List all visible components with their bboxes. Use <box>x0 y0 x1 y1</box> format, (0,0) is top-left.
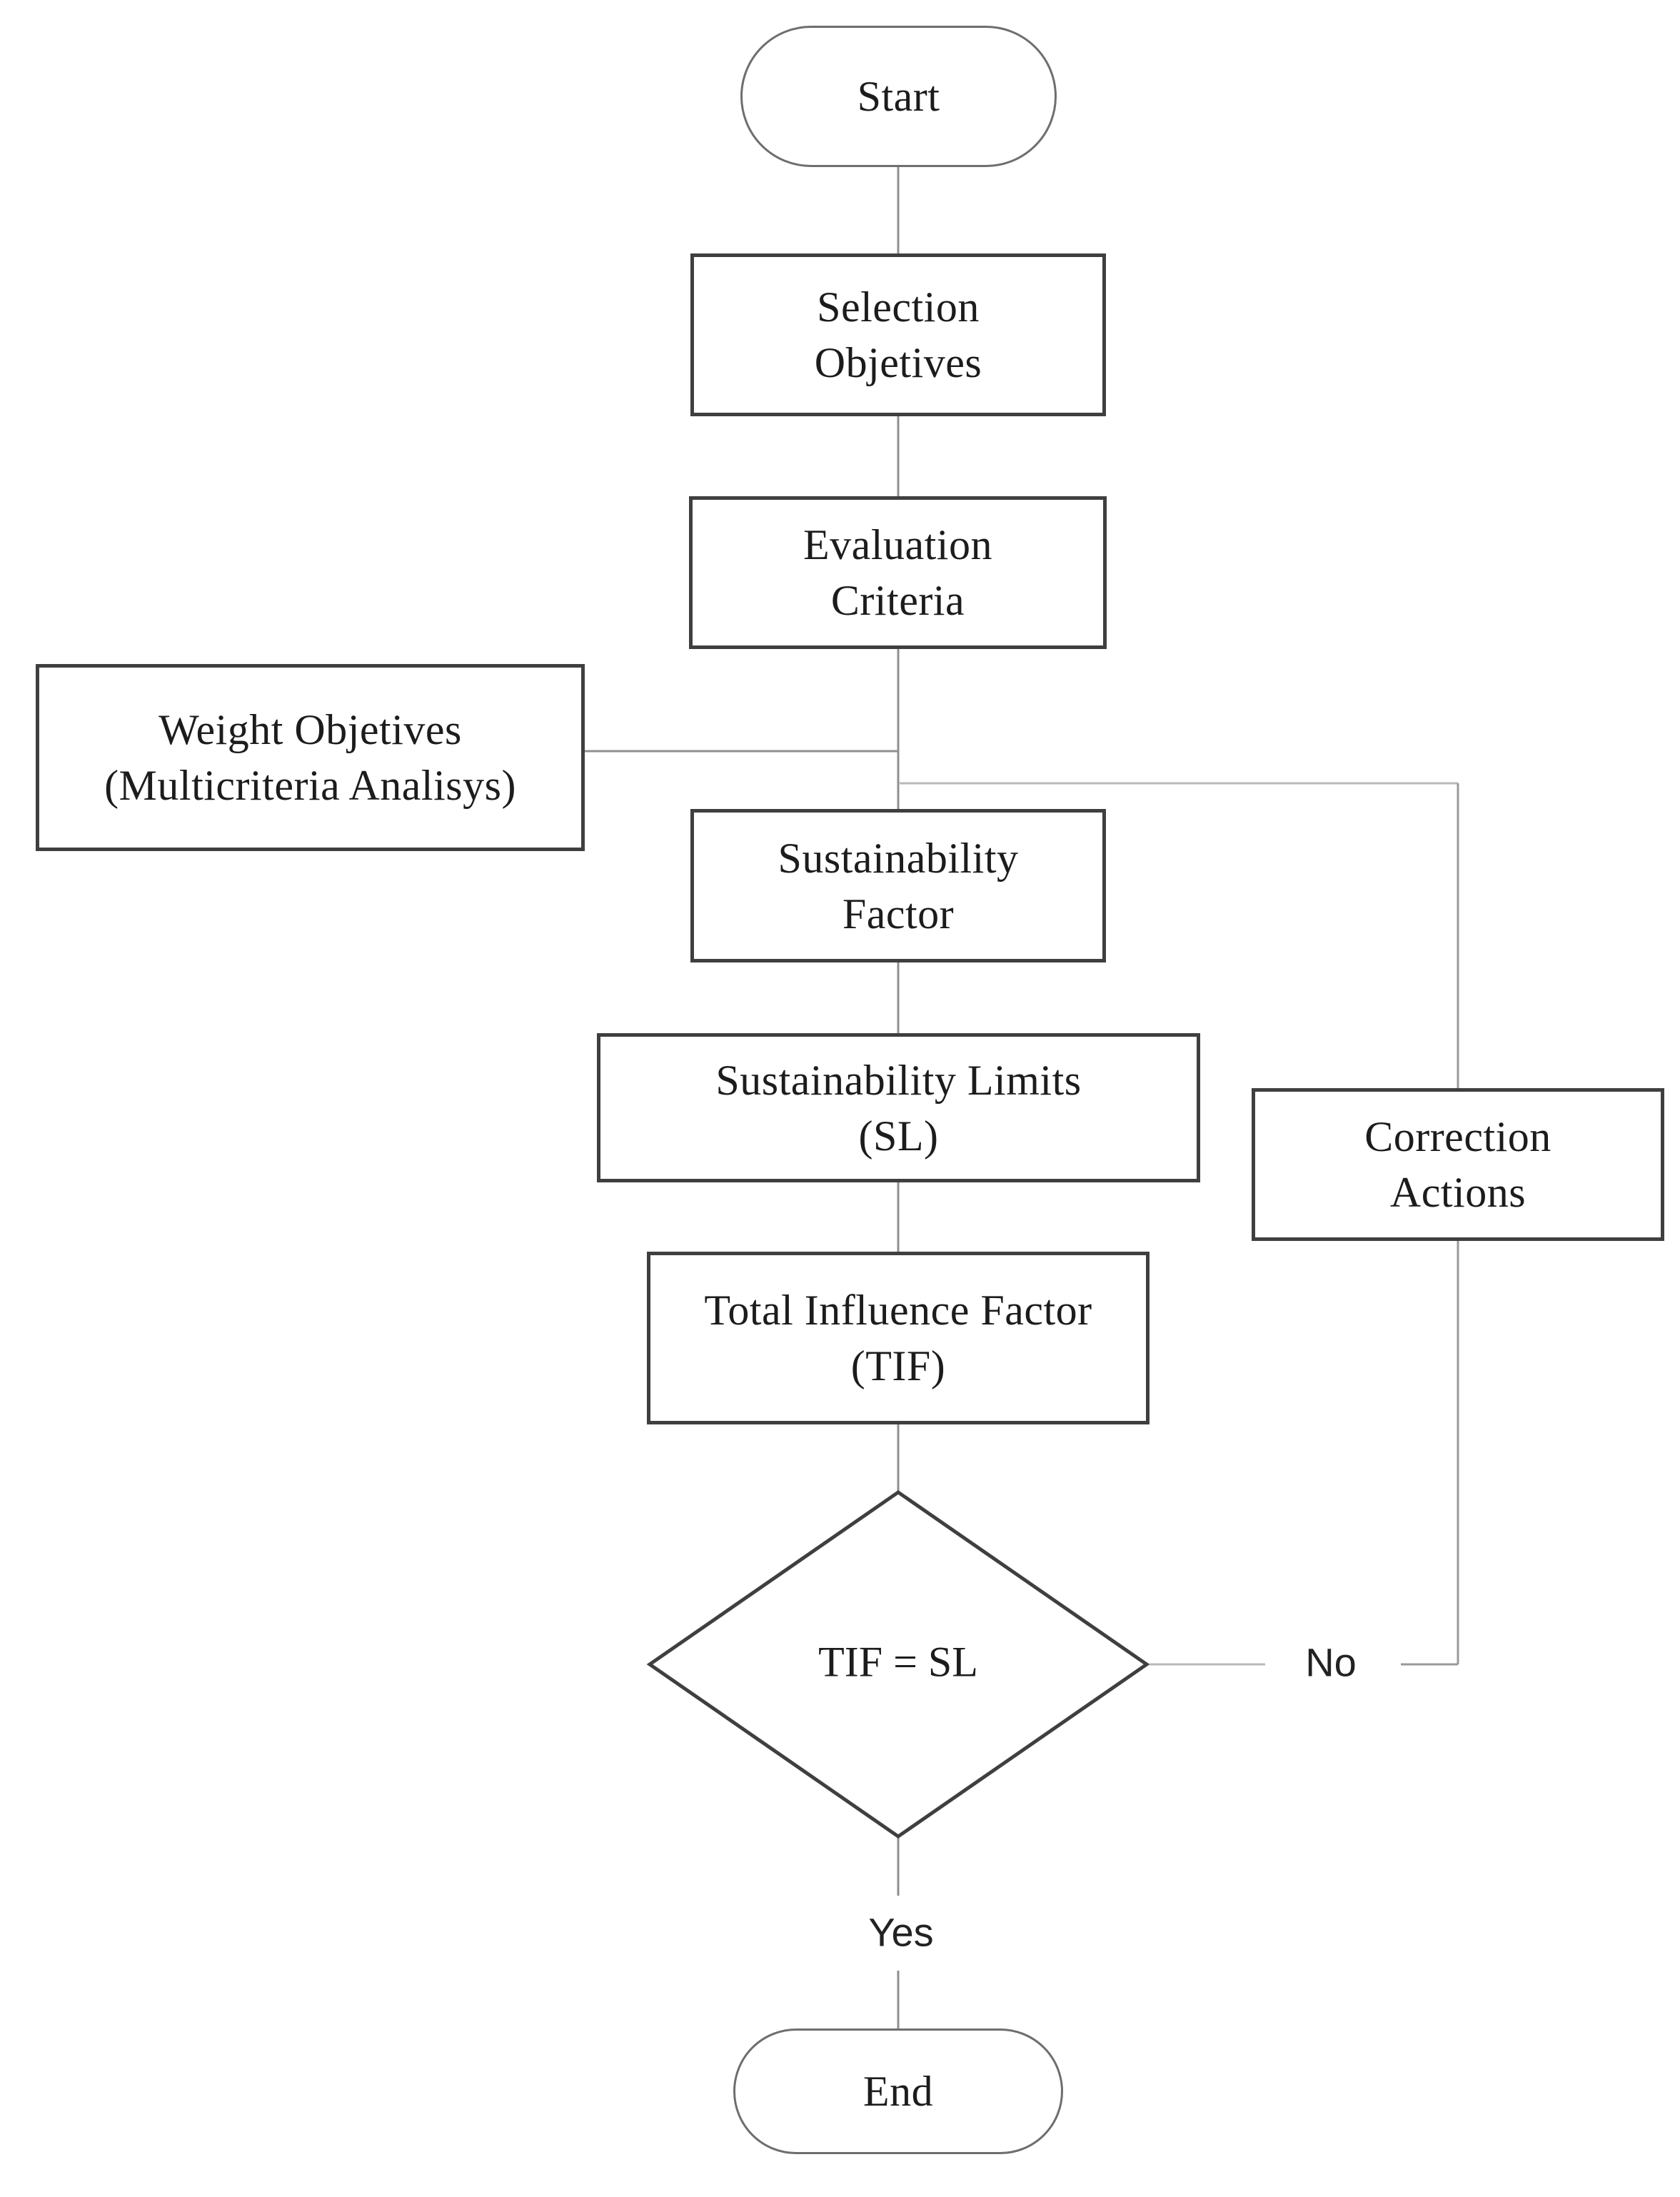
node-start: Start <box>740 26 1057 167</box>
node-total-influence-factor-line1: Total Influence Factor <box>704 1287 1092 1334</box>
node-end-label: End <box>862 2068 934 2115</box>
decision-tif-sl-label: TIF = SL <box>818 1638 978 1686</box>
node-sustainability-factor: Sustainability Factor <box>690 809 1106 962</box>
node-weight-objetives: Weight Objetives (Multicriteria Analisys… <box>36 664 585 851</box>
node-evaluation-criteria-line1: Evaluation <box>803 521 992 568</box>
node-start-label: Start <box>857 73 940 120</box>
edge-label-yes: Yes <box>861 1909 941 1956</box>
node-selection-objetives-line1: Selection <box>817 283 980 331</box>
node-correction-actions-line2: Actions <box>1389 1169 1526 1216</box>
node-selection-objetives: Selection Objetives <box>690 253 1106 416</box>
node-total-influence-factor: Total Influence Factor (TIF) <box>647 1252 1150 1424</box>
node-correction-actions: Correction Actions <box>1252 1088 1664 1241</box>
node-weight-objetives-line2: (Multicriteria Analisys) <box>104 762 516 809</box>
node-weight-objetives-line1: Weight Objetives <box>159 706 462 753</box>
node-sustainability-limits-line1: Sustainability Limits <box>715 1056 1082 1104</box>
node-evaluation-criteria: Evaluation Criteria <box>689 496 1107 649</box>
node-selection-objetives-line2: Objetives <box>814 339 982 386</box>
edge-label-no: No <box>1298 1639 1364 1686</box>
node-sustainability-factor-line1: Sustainability <box>778 834 1019 882</box>
node-sustainability-limits: Sustainability Limits (SL) <box>597 1033 1200 1182</box>
node-total-influence-factor-line2: (TIF) <box>850 1342 946 1389</box>
node-end: End <box>733 2028 1063 2154</box>
decision-diamond-shape <box>646 1489 1150 1839</box>
node-sustainability-factor-line2: Factor <box>842 890 955 937</box>
node-sustainability-limits-line2: (SL) <box>858 1112 939 1160</box>
node-correction-actions-line1: Correction <box>1364 1113 1551 1160</box>
node-evaluation-criteria-line2: Criteria <box>830 577 965 624</box>
